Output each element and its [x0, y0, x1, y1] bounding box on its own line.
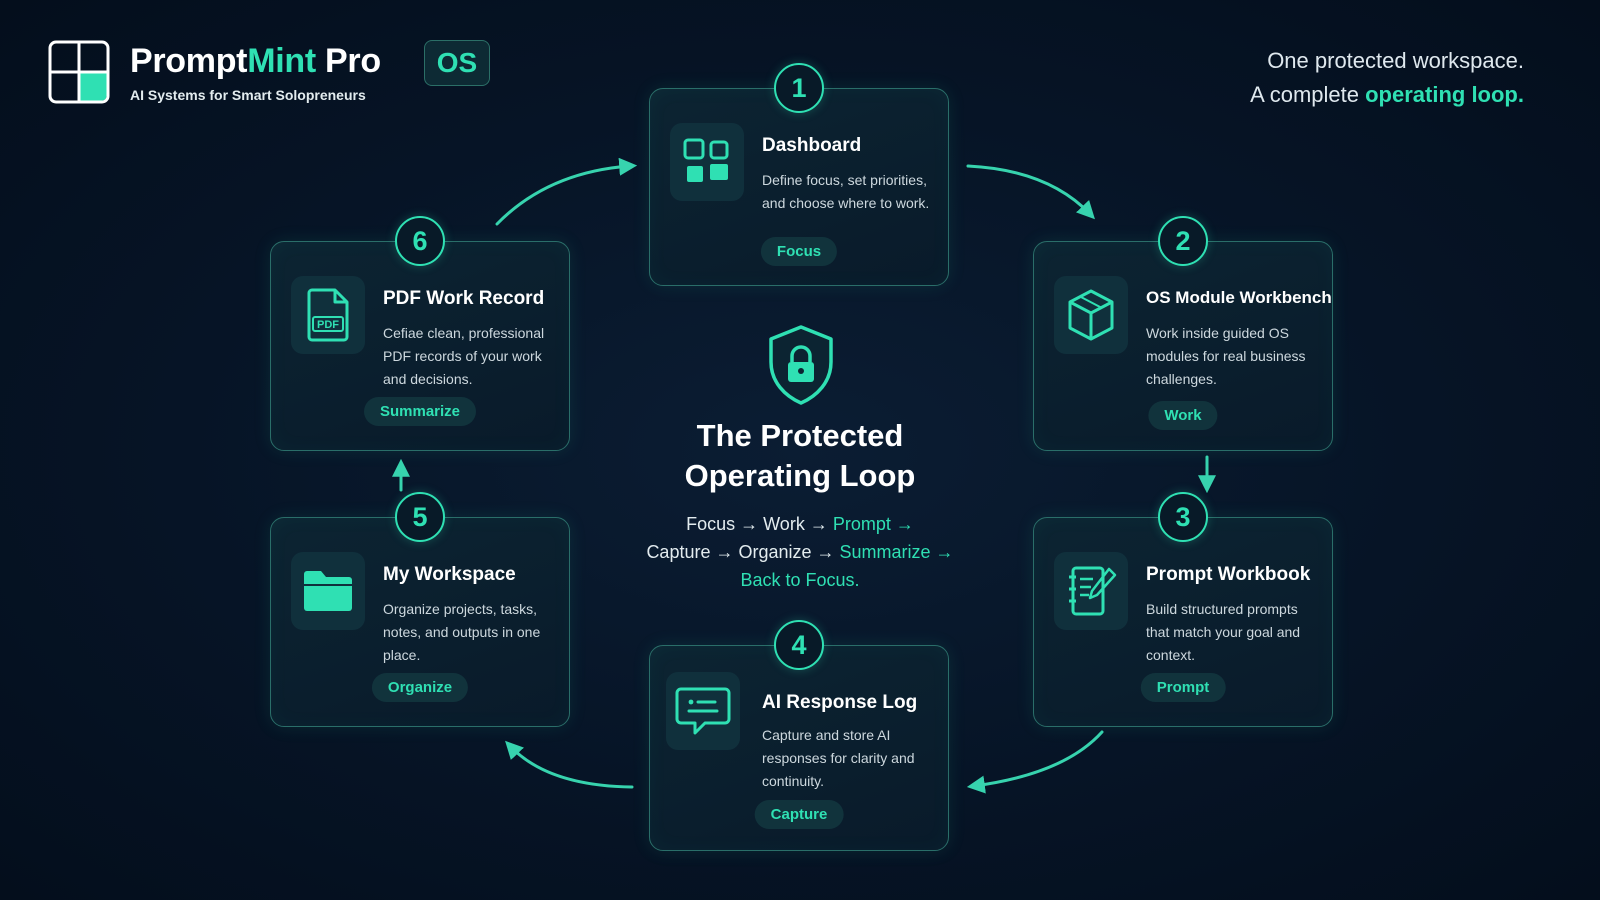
step-tag: Prompt [1140, 673, 1226, 702]
loop-line-3: Back to Focus. [740, 570, 860, 590]
step-description: Cefiae clean, professional PDF records o… [383, 325, 545, 387]
step-tag: Capture [754, 800, 844, 829]
step-number: 4 [774, 620, 824, 670]
step-number: 2 [1158, 216, 1208, 266]
arrow-1-to-2 [966, 164, 1095, 220]
center-title-line-1: The Protected [696, 418, 904, 453]
cube-icon [1054, 276, 1128, 354]
step-number: 5 [395, 492, 445, 542]
loop-summary: Focus → Work → Prompt → Capture → Organi… [580, 510, 1020, 594]
step-title: My Workspace [383, 564, 516, 585]
headline: One protected workspace. A complete oper… [1250, 44, 1524, 112]
step-tag: Work [1148, 401, 1218, 430]
step-number: 1 [774, 63, 824, 113]
shield-lock-icon [769, 325, 833, 405]
pdf-icon-label: PDF [317, 319, 339, 331]
center-title: The Protected Operating Loop [600, 416, 1000, 496]
loop-line-1: Focus → Work → Prompt → [686, 514, 914, 534]
brand-name: PromptMint Pro [130, 42, 381, 80]
headline-line-1: One protected workspace. [1267, 48, 1524, 73]
brand-logo-icon [48, 40, 110, 104]
pdf-file-icon: PDF [291, 276, 365, 354]
step-title: OS Module Workbench [1146, 288, 1332, 307]
step-description: Define focus, set priorities, and choose… [762, 172, 930, 211]
step-card-prompt-workbook: 3 Prompt Workbook Build structured promp… [1033, 492, 1333, 727]
step-tag: Organize [371, 673, 469, 702]
step-title: AI Response Log [762, 692, 918, 713]
step-tag: Summarize [363, 397, 477, 426]
brand-tagline: AI Systems for Smart Solopreneurs [130, 87, 366, 103]
step-card-my-workspace: 5 My Workspace Organize projects, tasks,… [270, 492, 570, 727]
step-card-pdf-work-record: 6 PDF PDF Work Record Cefiae clean, prof… [270, 216, 570, 451]
chat-bubble-icon [666, 672, 740, 750]
step-description: Build structured prompts that match your… [1146, 601, 1301, 663]
dashboard-grid-icon [670, 123, 744, 201]
os-badge: OS [424, 40, 490, 86]
step-title: PDF Work Record [383, 288, 545, 309]
step-card-os-module-workbench: 2 OS Module Workbench Work inside guided… [1033, 216, 1333, 451]
headline-line-2: A complete operating loop. [1250, 82, 1524, 107]
loop-line-2: Capture → Organize → Summarize → [646, 542, 954, 562]
folder-icon [291, 552, 365, 630]
step-tag: Focus [760, 237, 838, 266]
step-description: Organize projects, tasks, notes, and out… [383, 601, 541, 663]
arrow-3-to-4 [966, 730, 1104, 794]
step-card-ai-response-log: 4 AI Response Log Capture and store AI r… [649, 620, 949, 851]
step-description: Capture and store AI responses for clari… [762, 727, 915, 789]
step-description: Work inside guided OS modules for real b… [1146, 325, 1306, 387]
arrow-4-to-5 [505, 740, 634, 789]
step-title: Prompt Workbook [1146, 564, 1311, 585]
center-title-line-2: Operating Loop [684, 458, 916, 493]
arrow-6-to-1 [495, 157, 638, 226]
step-title: Dashboard [762, 135, 862, 156]
step-number: 3 [1158, 492, 1208, 542]
notebook-pen-icon [1054, 552, 1128, 630]
step-card-dashboard: 1 Dashboard Define focus, set priorities… [649, 63, 949, 286]
step-number: 6 [395, 216, 445, 266]
